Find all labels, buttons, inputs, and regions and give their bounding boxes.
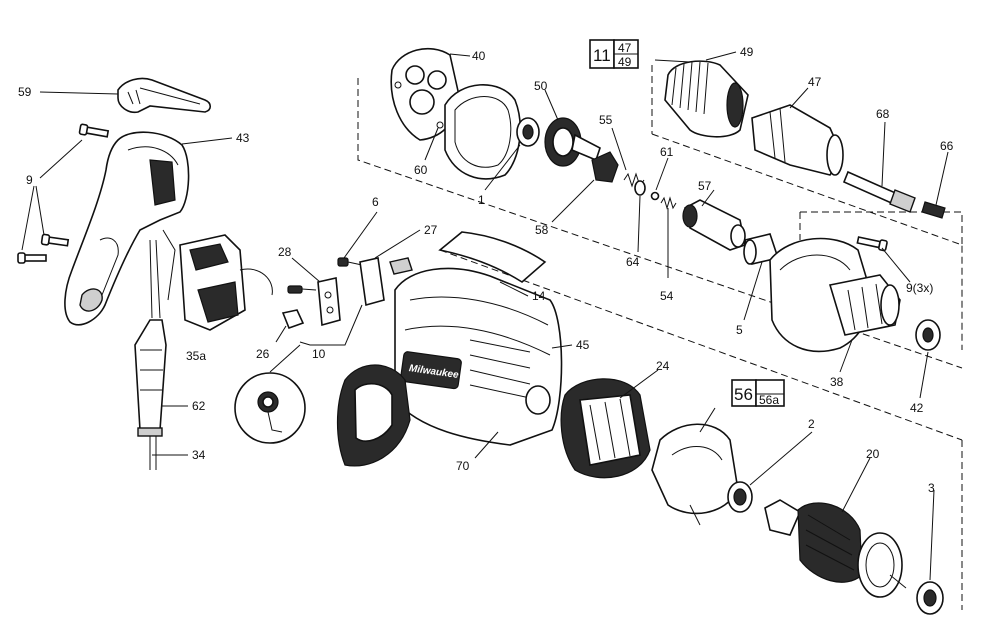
callout-9: 9 [26,173,33,187]
callout-54: 54 [660,289,674,303]
kit-box-11: 11 47 49 [589,39,639,69]
part-56-baffle [651,423,739,526]
part-10-brush-screw [287,285,317,294]
callout-62: 62 [192,399,206,413]
part-40-gear-plate [390,47,461,141]
callout-27: 27 [424,223,438,237]
kit-11-main: 11 [593,46,611,65]
kit-56-main: 56 [734,385,753,404]
part-1-bearing [516,117,540,147]
kit-11-top: 47 [618,41,632,55]
part-42-bearing [915,319,941,351]
callout-34: 34 [192,448,206,462]
callout-28: 28 [278,245,292,259]
part-2-bearing [727,481,753,513]
callout-40: 40 [472,49,486,63]
part-54-spring [660,196,677,210]
callout-10: 10 [312,347,326,361]
callout-45: 45 [576,338,590,352]
part-62-cord-protector [134,319,167,437]
kit-56-sub: 56a [759,393,779,407]
part-27-brush-holder-right [359,257,413,307]
part-60-gasket [444,84,521,180]
callout-47: 47 [808,75,822,89]
part-20-armature [764,499,907,598]
part-34-cord [149,229,176,470]
callout-55: 55 [599,113,613,127]
part-9-screws [17,123,110,264]
part-24-stator [560,378,651,479]
callout-68: 68 [876,107,890,121]
callout-1: 1 [478,193,485,207]
part-14-label [438,231,547,283]
callout-70: 70 [456,459,470,473]
callout-59: 59 [18,85,32,99]
part-43-handle-half [64,131,190,326]
callout-61: 61 [660,145,674,159]
callout-57: 57 [698,179,712,193]
part-70-grip [336,364,411,467]
callout-14: 14 [532,289,546,303]
callout-5: 5 [736,323,743,337]
callout-66: 66 [940,139,954,153]
part-9-3x-screw [856,236,888,252]
part-6-screw [337,257,363,267]
callout-50: 50 [534,79,548,93]
callout-58: 58 [535,223,549,237]
callout-42: 42 [910,401,924,415]
callout-43: 43 [236,131,250,145]
part-38-gear-case [769,237,901,353]
part-59-handle-cover [117,77,212,114]
part-57-spindle [682,199,746,251]
kit-box-56: 56 56a [731,379,785,407]
callout-26: 26 [256,347,270,361]
callout-3: 3 [928,481,935,495]
callout-6: 6 [372,195,379,209]
callout-64: 64 [626,255,640,269]
callout-24: 24 [656,359,670,373]
part-47-nosepiece [751,104,844,176]
callout-20: 20 [866,447,880,461]
callout-35a: 35a [186,349,206,363]
part-66-bit [921,201,946,219]
part-26-carbon-brush [281,309,305,330]
part-68-bit-holder [842,170,916,213]
callout-49: 49 [740,45,754,59]
leader-lines [21,51,949,581]
callout-labels: 59 43 9 40 60 1 50 55 58 61 64 54 57 49 … [18,45,954,495]
kit-11-bottom: 49 [618,55,632,69]
part-50-gear [544,117,601,167]
part-49-depth-locator [664,60,749,138]
callout-60: 60 [414,163,428,177]
callout-2: 2 [808,417,815,431]
part-28-brush-holder [317,277,341,327]
detail-circle-brush-spring [234,372,306,444]
part-45-motor-housing: Milwaukee [394,267,563,446]
part-64-washer [634,180,646,196]
assembly-guide-lines [357,65,963,610]
part-35a-switch [179,234,273,331]
callout-38: 38 [830,375,844,389]
part-3-bearing [916,581,944,615]
callout-9-3x: 9(3x) [906,281,933,295]
part-58-clutch [591,151,619,183]
part-61-ball [650,191,660,201]
